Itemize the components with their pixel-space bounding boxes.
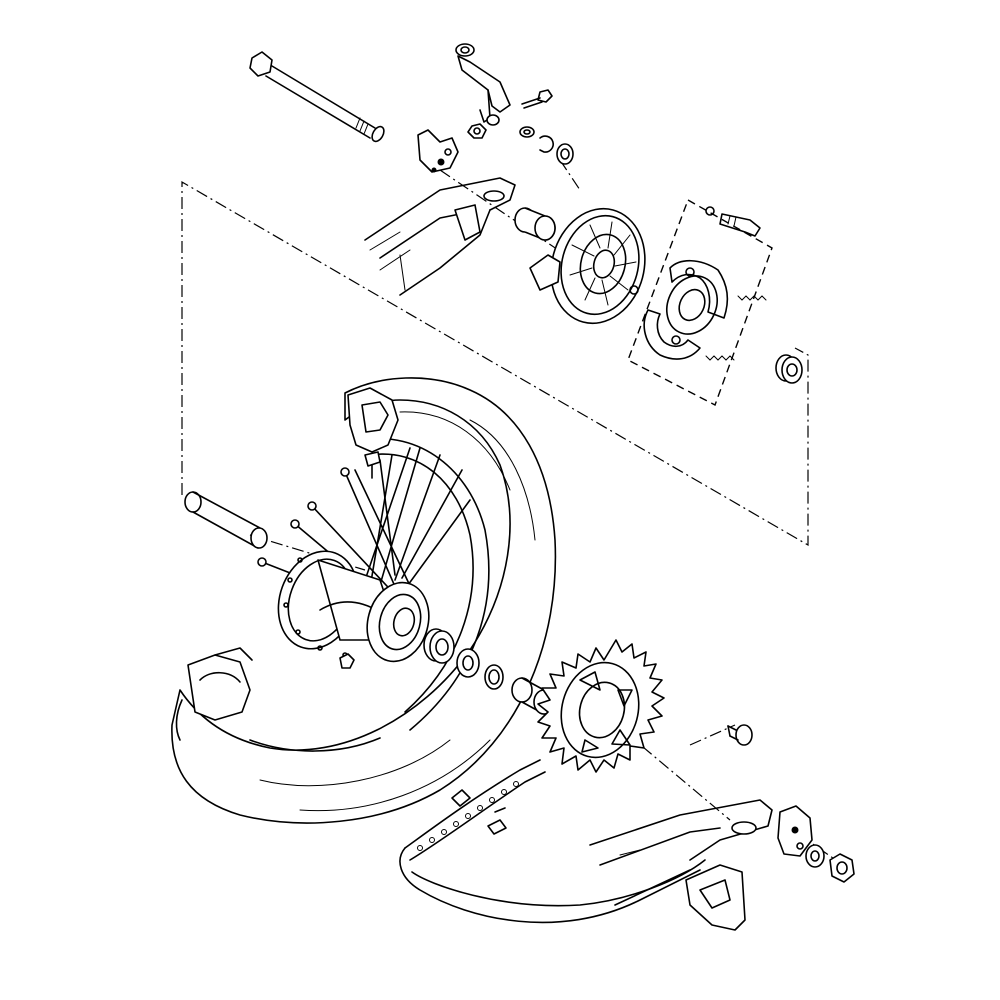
brake-cam-lever (455, 43, 511, 126)
swingarm (364, 177, 516, 296)
master-link (451, 789, 507, 835)
hub-bearing (423, 628, 455, 664)
collar (514, 207, 556, 241)
tire (171, 377, 557, 824)
circlip (539, 135, 554, 153)
brake-shoe-set (627, 198, 773, 406)
oil-seal (556, 143, 574, 165)
axle-nut (829, 853, 855, 883)
sprocket-bolt (727, 724, 753, 746)
spoke-nipples (257, 467, 350, 567)
chain-guide (685, 864, 746, 931)
lever-bolt (521, 89, 553, 109)
rim-lock (347, 387, 399, 479)
right-chain-adjuster (777, 805, 813, 857)
brake-cam (705, 206, 761, 237)
shoe-springs (705, 295, 767, 361)
left-chain-adjuster (417, 129, 459, 173)
washer (519, 126, 535, 138)
axle-spacer-tube (184, 491, 268, 549)
axle-washer (805, 844, 825, 868)
lever-nut (467, 123, 487, 139)
wheel-bearing (775, 354, 803, 384)
tire-lower-bead (187, 647, 253, 721)
brake-panel (529, 207, 646, 325)
drive-chain (399, 759, 706, 924)
axle-bolt (249, 51, 385, 143)
right-swingarm (589, 799, 773, 906)
hub (277, 550, 430, 669)
rear-sprocket (537, 639, 665, 773)
dust-seal (456, 648, 504, 690)
